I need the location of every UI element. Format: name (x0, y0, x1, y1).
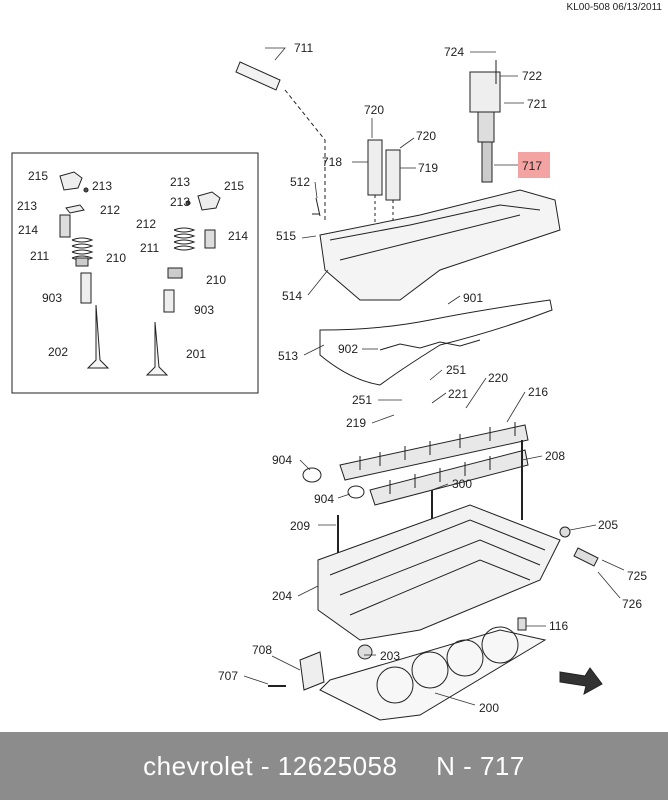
inset-label-201: 201 (186, 347, 206, 361)
inset-label-214: 214 (228, 229, 248, 243)
inset-label-215: 215 (224, 179, 244, 193)
part-label-116: 116 (549, 619, 568, 633)
leader-lines (243, 47, 625, 706)
inset-left-valvetrain (59, 171, 110, 369)
part-label-707: 707 (218, 669, 238, 683)
inset-label-213: 213 (17, 199, 37, 213)
part-label-221: 221 (448, 387, 468, 401)
inset-label-903: 903 (194, 303, 214, 317)
inset-box (11, 152, 259, 394)
part-label-219: 219 (346, 416, 366, 430)
part-label-724: 724 (444, 45, 464, 59)
inset-label-212: 212 (100, 203, 120, 217)
solenoid-719 (385, 149, 401, 201)
part-label-300: 300 (452, 477, 472, 491)
footer-brand: chevrolet (143, 750, 254, 781)
inset-label-211: 211 (30, 249, 49, 263)
seal-904 (302, 467, 322, 483)
part-label-721: 721 (527, 97, 547, 111)
part-label-220: 220 (488, 371, 508, 385)
part-label-251: 251 (352, 393, 372, 407)
part-label-208: 208 (545, 449, 565, 463)
inset-label-212: 212 (136, 217, 156, 231)
footer-sep: - (260, 750, 271, 781)
inset-label-210: 210 (106, 251, 126, 265)
part-label-711: 711 (294, 41, 313, 55)
part-label-513: 513 (278, 349, 298, 363)
inset-label-213: 213 (170, 195, 190, 209)
part-label-902: 902 (338, 342, 358, 356)
part-label-203: 203 (380, 649, 400, 663)
plug-205 (559, 526, 571, 538)
parts-diagram: KL00-508 06/13/2011 (11, 2, 662, 721)
part-label-718: 718 (322, 155, 342, 169)
footer-bar: chevrolet - 12625058 N - 717 (0, 732, 668, 800)
valve-cover (319, 189, 561, 301)
seal-904b (347, 485, 365, 499)
bracket-708 (299, 651, 325, 691)
highlight-box (518, 152, 550, 178)
reference-code: KL00-508 06/13/2011 (566, 2, 662, 13)
inset-label-215: 215 (28, 169, 48, 183)
part-label-204: 204 (272, 589, 292, 603)
bolt-512 (312, 197, 321, 217)
cylinder-head (317, 504, 561, 641)
solenoid-718 (367, 139, 383, 196)
inset-label-210: 210 (206, 273, 226, 287)
part-label-512: 512 (290, 175, 310, 189)
part-label-904: 904 (314, 492, 334, 506)
part-label-514: 514 (282, 289, 302, 303)
camshaft-216 (369, 449, 529, 506)
part-labels: 711 724 722 721 720 720 718 719 717 512 515 514 901 9… (218, 41, 647, 715)
part-label-708: 708 (252, 643, 272, 657)
gasket-513 (319, 299, 553, 386)
inset-label-211: 211 (140, 241, 159, 255)
camshaft-220 (339, 422, 529, 481)
head-gasket (319, 629, 547, 721)
part-label-717: 717 (522, 159, 542, 173)
plug-203 (357, 644, 373, 660)
part-label-200: 200 (479, 701, 499, 715)
inset-label-903: 903 (42, 291, 62, 305)
part-label-515: 515 (276, 229, 296, 243)
part-label-205: 205 (598, 518, 618, 532)
inset-label-202: 202 (48, 345, 68, 359)
part-label-726: 726 (622, 597, 642, 611)
part-label-719: 719 (418, 161, 438, 175)
part-label-901: 901 (463, 291, 483, 305)
dowel-116 (517, 617, 527, 631)
inset-labels: 215 213 213 212 214 211 210 903 202 213 215 213 212 2… (17, 169, 248, 361)
part-label-720: 720 (364, 103, 384, 117)
part-label-209: 209 (290, 519, 310, 533)
inset-label-213: 213 (170, 175, 190, 189)
inset-right-valvetrain (145, 191, 221, 376)
part-label-722: 722 (522, 69, 542, 83)
ignition-coil (469, 60, 501, 183)
hose-711 (235, 61, 281, 91)
part-label-251: 251 (446, 363, 466, 377)
footer-part-number: 12625058 (277, 750, 398, 781)
part-label-904: 904 (272, 453, 292, 467)
part-label-720: 720 (416, 129, 436, 143)
sensor-725 (573, 547, 599, 567)
part-label-725: 725 (627, 569, 647, 583)
inset-label-214: 214 (18, 223, 38, 237)
footer-n-label: N - 717 (436, 750, 525, 781)
inset-label-213: 213 (92, 179, 112, 193)
diagram-svg: 215 213 213 212 214 211 210 903 202 213 215 213 212 2… (11, 41, 647, 721)
part-label-216: 216 (528, 385, 548, 399)
front-arrow-icon (559, 667, 603, 695)
